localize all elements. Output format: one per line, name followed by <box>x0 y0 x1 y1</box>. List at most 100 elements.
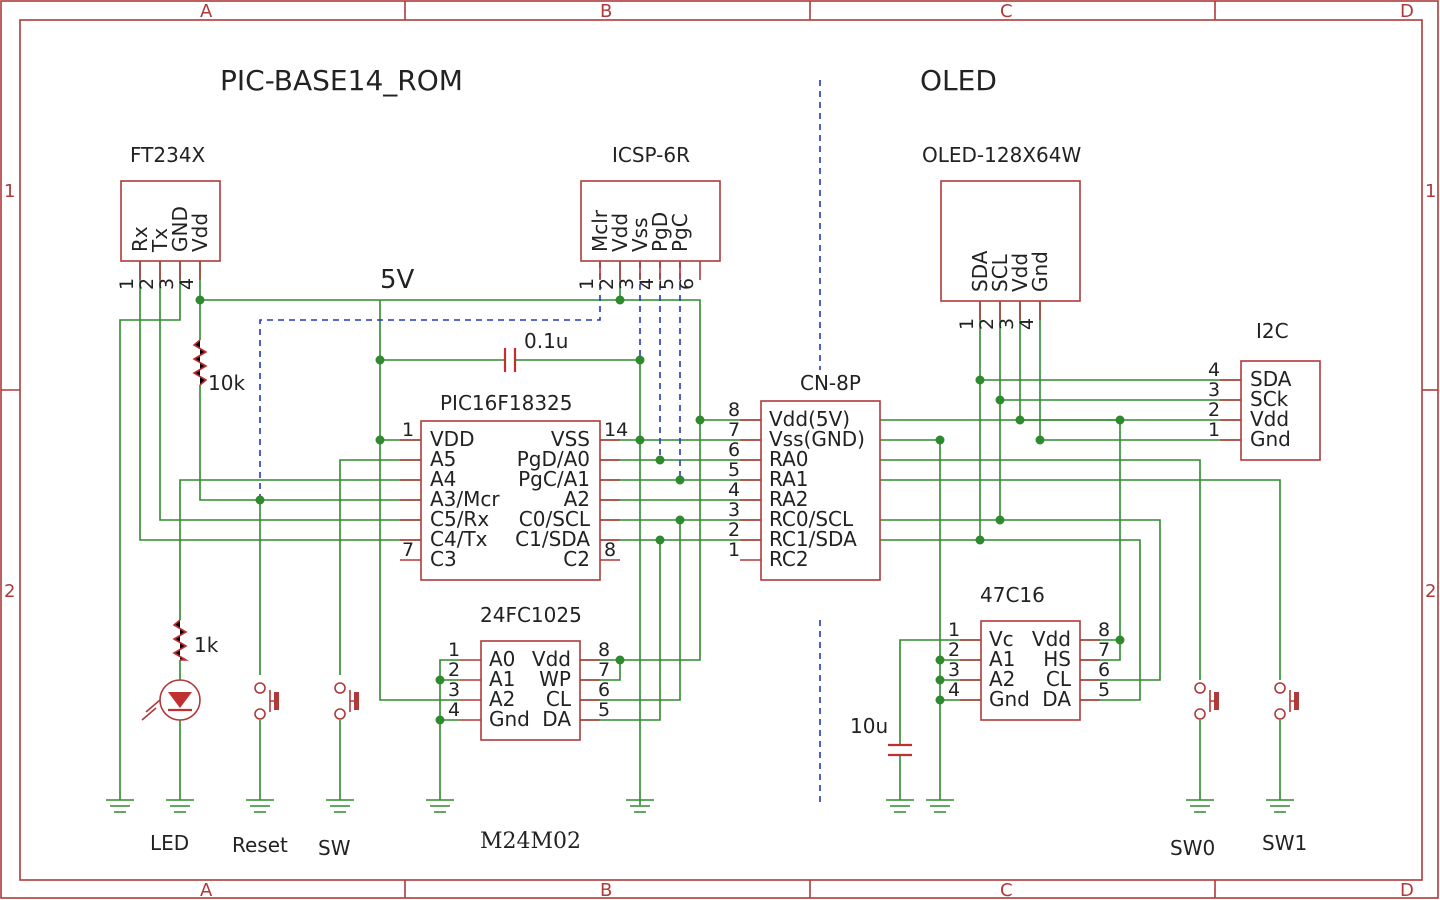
pic-pin-a4: A4 <box>430 467 456 491</box>
c47c16-num-7: 7 <box>1098 639 1110 661</box>
i2c-pin-sda: SDA <box>1250 367 1292 391</box>
icsp-pin-vss: Vss <box>628 217 652 252</box>
pic-pin-c1-sda: C1/SDA <box>515 527 590 551</box>
ft234x-module[interactable]: FT234X Rx Tx GND Vdd 1 2 3 4 <box>116 143 221 290</box>
pic-pin-a3-mcr: A3/Mcr <box>430 487 500 511</box>
frame-row-2-right: 2 <box>1425 581 1436 602</box>
oled-num-1: 1 <box>956 318 978 330</box>
c47c16-pin-cl: CL <box>1046 667 1072 691</box>
ground-icon <box>886 799 914 813</box>
sw1-button[interactable]: SW1 <box>1262 682 1307 855</box>
ground-symbols <box>106 799 1294 813</box>
i2c-num-1: 1 <box>1208 419 1220 441</box>
rail-5v-label: 5V <box>380 265 415 295</box>
ft234x-pin-tx: Tx <box>148 228 172 253</box>
frame-col-c-bottom: C <box>1000 880 1013 900</box>
resistor-10k[interactable]: 10k <box>192 339 245 395</box>
eeprom-pin-a2: A2 <box>489 687 515 711</box>
eeprom-pin-wp: WP <box>539 667 571 691</box>
icsp-connector[interactable]: ICSP-6R Mclr Vdd Vss PgD PgC 1 2 3 4 5 6 <box>576 143 721 290</box>
eeprom-pin-vdd: Vdd <box>532 647 571 671</box>
capacitor-10u[interactable]: 10u <box>850 714 912 757</box>
i2c-pin-vdd: Vdd <box>1250 407 1289 431</box>
oled-module[interactable]: OLED-128X64W SDA SCL Vdd Gnd 1 2 3 4 <box>922 143 1081 330</box>
wires <box>119 262 1281 805</box>
c47c16-num-1: 1 <box>948 619 960 641</box>
m24m02-label: M24M02 <box>480 829 581 854</box>
eeprom-num-8: 8 <box>598 639 610 661</box>
c47c16-num-8: 8 <box>1098 619 1110 641</box>
cn8p-pin-rc2: RC2 <box>769 547 809 571</box>
resistor-1k[interactable]: 1k <box>172 619 219 661</box>
pic-name: PIC16F18325 <box>440 391 573 415</box>
oled-pin-sda: SDA <box>968 250 992 292</box>
frame-row-2-left: 2 <box>4 581 15 602</box>
eeprom-pin-cl: CL <box>546 687 572 711</box>
cn8p-num-4: 4 <box>728 479 740 501</box>
cn8p-connector[interactable]: CN-8P Vdd(5V) Vss(GND) RA0 RA1 RA2 RC0/S… <box>728 371 881 581</box>
i2c-num-3: 3 <box>1208 379 1220 401</box>
led-diode[interactable]: LED <box>141 679 201 855</box>
ft234x-num-4: 4 <box>176 278 198 290</box>
c47c16-num-5: 5 <box>1098 679 1110 701</box>
icsp-num-5: 5 <box>656 278 678 290</box>
eeprom-num-2: 2 <box>448 659 460 681</box>
capacitor-0-1u[interactable]: 0.1u <box>503 329 568 372</box>
pic16f18325-chip[interactable]: PIC16F18325 VDD A5 A4 A3/Mcr C5/Rx C4/Tx… <box>400 391 628 581</box>
cn8p-num-6: 6 <box>728 439 740 461</box>
eeram-47c16[interactable]: 47C16 Vc A1 A2 Gnd Vdd HS CL DA 1 2 3 4 … <box>948 583 1110 721</box>
i2c-connector[interactable]: I2C SDA SCk Vdd Gnd 4 3 2 1 <box>1208 319 1321 461</box>
cn8p-num-5: 5 <box>728 459 740 481</box>
oled-pin-vdd: Vdd <box>1008 253 1032 292</box>
eeprom-num-3: 3 <box>448 679 460 701</box>
sw1-label: SW1 <box>1262 831 1307 855</box>
eeprom-pin-a0: A0 <box>489 647 515 671</box>
cn8p-pin-vdd: Vdd(5V) <box>769 407 850 431</box>
icsp-pin-pgd: PgD <box>648 212 672 252</box>
pic-num-8: 8 <box>604 539 616 561</box>
c47c16-pin-vc: Vc <box>989 627 1014 651</box>
capacitor-10u-label: 10u <box>850 714 888 738</box>
c47c16-name: 47C16 <box>980 583 1045 607</box>
frame-row-1-right: 1 <box>1425 181 1436 202</box>
icsp-name: ICSP-6R <box>612 143 690 167</box>
i2c-num-2: 2 <box>1208 399 1220 421</box>
sw0-button[interactable]: SW0 <box>1170 682 1219 860</box>
pic-pin-c0-scl: C0/SCL <box>519 507 591 531</box>
frame-col-a-bottom: A <box>200 880 213 900</box>
oled-module-name: OLED-128X64W <box>922 143 1081 167</box>
pic-pin-c2: C2 <box>563 547 590 571</box>
i2c-name: I2C <box>1256 319 1289 343</box>
reset-label: Reset <box>232 833 288 857</box>
frame-row-1-left: 1 <box>4 181 15 202</box>
pic-pin-pgd-a0: PgD/A0 <box>517 447 590 471</box>
sw-button[interactable]: SW <box>318 682 359 860</box>
eeprom-name: 24FC1025 <box>480 603 582 627</box>
c47c16-num-4: 4 <box>948 679 960 701</box>
pic-pin-c3: C3 <box>430 547 457 571</box>
pic-pin-a5: A5 <box>430 447 456 471</box>
cn8p-num-1: 1 <box>728 539 740 561</box>
eeprom-24fc1025[interactable]: 24FC1025 A0 A1 A2 Gnd Vdd WP CL DA 1 2 3… <box>448 603 610 741</box>
ft234x-num-2: 2 <box>136 278 158 290</box>
eeprom-num-5: 5 <box>598 699 610 721</box>
junctions <box>195 295 1125 725</box>
oled-pin-gnd: Gnd <box>1028 251 1052 292</box>
reset-button[interactable]: Reset <box>232 682 288 857</box>
eeprom-num-7: 7 <box>598 659 610 681</box>
icsp-pin-mclr: Mclr <box>588 209 612 252</box>
ft234x-pin-rx: Rx <box>128 226 152 252</box>
oled-num-3: 3 <box>996 318 1018 330</box>
pic-num-14: 14 <box>604 419 628 441</box>
ground-icon <box>166 799 194 813</box>
c47c16-pin-da: DA <box>1042 687 1071 711</box>
c47c16-pin-hs: HS <box>1043 647 1071 671</box>
resistor-10k-label: 10k <box>208 371 245 395</box>
cn8p-pin-ra2: RA2 <box>769 487 809 511</box>
icsp-num-2: 2 <box>596 278 618 290</box>
ground-icon <box>626 799 654 813</box>
pic-num-1: 1 <box>402 419 414 441</box>
ground-icon <box>326 799 354 813</box>
frame-col-a-top: A <box>200 1 213 22</box>
